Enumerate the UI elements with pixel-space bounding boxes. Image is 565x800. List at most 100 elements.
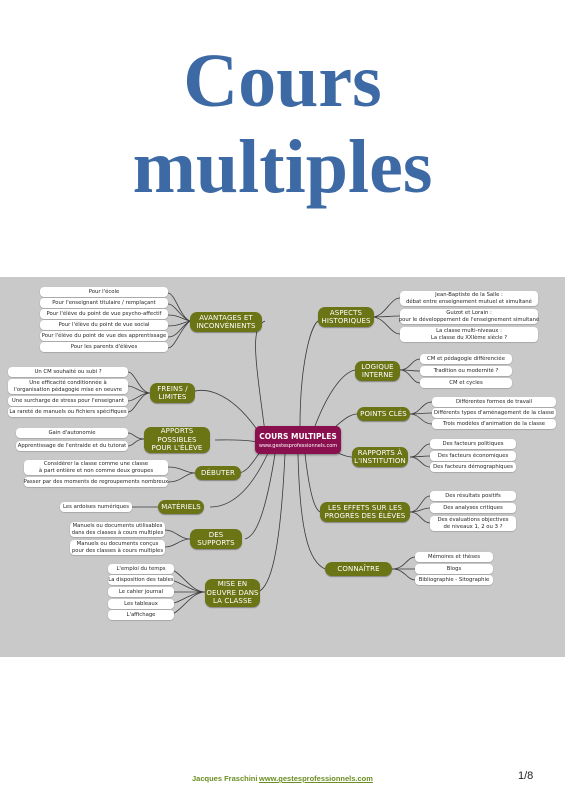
footer-author: Jacques Fraschini	[192, 774, 258, 783]
topic-label: MATÉRIELS	[161, 502, 201, 511]
leaf-avantages-1[interactable]: Pour l'école	[40, 287, 168, 297]
connector	[297, 453, 326, 570]
footer-link[interactable]: www.gestesprofessionnels.com	[259, 774, 373, 783]
connector	[209, 452, 269, 508]
leaf-rapports-3[interactable]: Des facteurs démographiques	[430, 462, 516, 472]
leaf-label: Mémoires et thèses	[428, 553, 480, 560]
leaf-label: à part entière et non comme deux groupes	[38, 467, 154, 474]
topic-label: LOGIQUE	[361, 362, 394, 371]
topic-rapports-institution[interactable]: RAPPORTS À L'INSTITUTION	[352, 447, 408, 467]
topic-effets[interactable]: LES EFFETS SUR LES PROGRÈS DES ÉLÈVES	[320, 502, 410, 522]
leaf-avantages-6[interactable]: Pour les parents d'élèves	[40, 342, 168, 352]
topic-label: INTERNE	[361, 371, 394, 379]
leaf-mise-3[interactable]: Le cahier journal	[108, 587, 174, 597]
topic-label: LIMITES	[158, 393, 187, 401]
leaf-points-2[interactable]: Différents types d'aménagement de la cla…	[432, 408, 556, 418]
leaf-freins-3[interactable]: Une surcharge de stress pour l'enseignan…	[8, 396, 128, 406]
leaf-label: Des facteurs économiques	[437, 452, 509, 459]
leaf-avantages-5[interactable]: Pour l'élève du point de vue des apprent…	[40, 331, 168, 341]
topic-apports[interactable]: APPORTS POSSIBLES POUR L'ÉLÈVE	[144, 427, 210, 453]
leaf-effets-2[interactable]: Des analyses critiques	[430, 503, 516, 513]
leaf-mise-4[interactable]: Les tableaux	[108, 599, 174, 609]
topic-label: OEUVRE DANS	[206, 588, 259, 597]
connector	[299, 320, 319, 427]
leaf-label: pour des classes à cours multiples	[71, 547, 164, 554]
leaf-label: Une surcharge de stress pour l'enseignan…	[11, 397, 125, 404]
leaf-label: Pour l'école	[88, 288, 120, 295]
topic-connaitre[interactable]: CONNAÎTRE	[325, 562, 392, 576]
leaf-mise-5[interactable]: L'affichage	[108, 610, 174, 620]
topic-label: ASPECTS	[329, 308, 363, 317]
leaf-logique-1[interactable]: CM et pédagogie différenciée	[420, 354, 512, 364]
topic-label: INCONVÉNIENTS	[196, 322, 256, 330]
connector-lines	[127, 292, 433, 616]
topic-label: RAPPORTS À	[357, 448, 403, 457]
leaf-avantages-3[interactable]: Pour l'élève du point de vue psycho-affe…	[40, 309, 168, 319]
leaf-debuter-2[interactable]: Passer par des moments de regroupements …	[24, 477, 168, 487]
leaf-label: CM et cycles	[449, 379, 483, 386]
page-number: 1/8	[518, 770, 534, 782]
leaf-avantages-4[interactable]: Pour l'élève du point de vue social	[40, 320, 168, 330]
leaf-avantages-2[interactable]: Pour l'enseignant titulaire / remplaçant	[40, 298, 168, 308]
central-topic[interactable]: COURS MULTIPLES www.gestesprofessionnels…	[255, 426, 341, 454]
leaf-freins-1[interactable]: Un CM souhaité ou subi ?	[8, 367, 128, 377]
leaf-effets-1[interactable]: Des résultats positifs	[430, 491, 516, 501]
leaf-label: L'affichage	[126, 611, 156, 618]
page-title: Cours multiples	[0, 38, 565, 210]
leaf-label: Différentes formes de travail	[455, 398, 533, 405]
title-line-2: multiples	[132, 125, 433, 209]
topic-label: MISE EN	[217, 580, 248, 589]
topic-materiels[interactable]: MATÉRIELS	[158, 500, 204, 514]
leaf-connaitre-2[interactable]: Blogs	[415, 564, 493, 574]
leaf-aspects-2[interactable]: Guizot et Lorain :pour le développement …	[399, 309, 539, 324]
leaf-label: Manuels ou documents utilisables	[72, 523, 163, 530]
leaf-aspects-3[interactable]: La classe multi-niveaux :La classe du XX…	[400, 327, 538, 342]
topic-logique-interne[interactable]: LOGIQUE INTERNE	[355, 361, 400, 381]
leaf-rapports-2[interactable]: Des facteurs économiques	[430, 451, 516, 461]
leaf-connaitre-1[interactable]: Mémoires et thèses	[415, 552, 493, 562]
connector	[304, 453, 321, 513]
leaf-label: Tradition ou modernité ?	[433, 367, 499, 374]
leaf-label: CM et pédagogie différenciée	[427, 355, 505, 362]
leaf-label: Un CM souhaité ou subi ?	[34, 368, 102, 375]
leaf-freins-4[interactable]: La rareté de manuels ou fichiers spécifi…	[8, 407, 128, 417]
leaf-logique-3[interactable]: CM et cycles	[420, 378, 512, 388]
leaf-mise-1[interactable]: L'emploi du temps	[108, 564, 174, 574]
topic-supports[interactable]: DES SUPPORTS	[190, 529, 242, 549]
leaf-label: Les tableaux	[124, 600, 158, 607]
topic-mise-en-oeuvre[interactable]: MISE EN OEUVRE DANS LA CLASSE	[205, 579, 260, 607]
leaf-label: Blogs	[446, 565, 462, 572]
leaf-mise-2[interactable]: La disposition des tables	[108, 575, 174, 585]
topic-label: HISTORIQUES	[321, 317, 371, 325]
leaf-aspects-1[interactable]: Jean-Baptiste de la Salle :débat entre e…	[400, 291, 538, 306]
leaf-rapports-1[interactable]: Des facteurs politiques	[430, 439, 516, 449]
topic-label: APPORTS	[160, 427, 194, 436]
leaf-connaitre-3[interactable]: Bibliographie - Sitographie	[415, 575, 493, 585]
leaf-label: Les ardoises numériques	[63, 503, 129, 510]
topic-label: L'INSTITUTION	[354, 457, 406, 465]
topic-label: POINTS CLÉS	[360, 409, 407, 418]
topic-avantages[interactable]: AVANTAGES ET INCONVÉNIENTS	[190, 312, 262, 332]
leaf-logique-2[interactable]: Tradition ou modernité ?	[420, 366, 512, 376]
leaf-label: Des facteurs politiques	[442, 440, 504, 447]
topic-freins[interactable]: FREINS / LIMITES	[150, 383, 195, 403]
topic-label: AVANTAGES ET	[199, 313, 253, 322]
leaf-points-3[interactable]: Trois modèles d'animation de la classe	[432, 419, 556, 429]
connector	[255, 320, 266, 433]
leaf-label: Pour l'élève du point de vue psycho-affe…	[46, 310, 162, 317]
topic-points-cles[interactable]: POINTS CLÉS	[357, 407, 410, 421]
topic-debuter[interactable]: DÉBUTER	[195, 466, 241, 480]
leaf-label: Trois modèles d'animation de la classe	[442, 420, 546, 427]
topic-label: POUR L'ÉLÈVE	[151, 444, 203, 453]
title-line-1: Cours	[183, 39, 382, 123]
leaf-points-1[interactable]: Différentes formes de travail	[432, 397, 556, 407]
leaf-materiels-1[interactable]: Les ardoises numériques	[60, 502, 132, 512]
leaf-apports-2[interactable]: Apprentissage de l'entraide et du tutora…	[16, 441, 128, 451]
topic-aspects-historiques[interactable]: ASPECTS HISTORIQUES	[318, 307, 374, 327]
leaf-apports-1[interactable]: Gain d'autonomie	[16, 428, 128, 438]
